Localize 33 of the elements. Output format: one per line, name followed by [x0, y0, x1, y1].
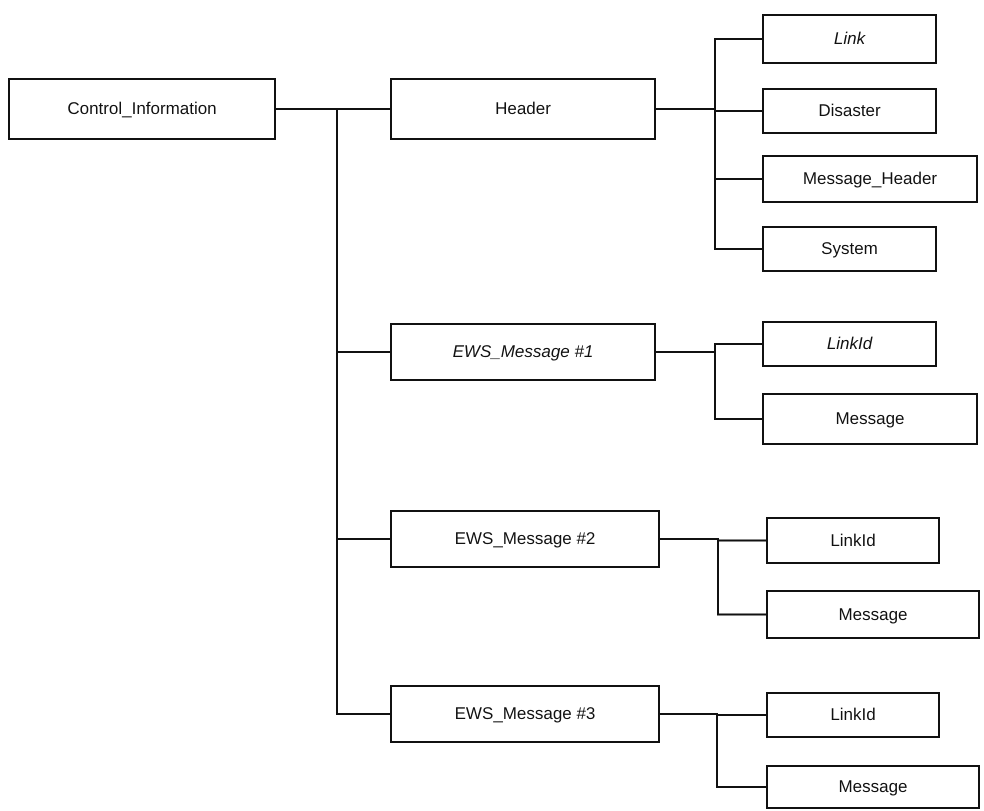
node-label: Message_Header: [802, 169, 938, 189]
node-label: EWS_Message #2: [454, 529, 596, 549]
tree-node-box: [762, 321, 937, 367]
connector-line: [656, 351, 762, 420]
node-label: Message: [838, 604, 908, 624]
tree-node-box: [390, 78, 656, 140]
node-label: Link: [834, 29, 866, 49]
tree-node-box: [390, 323, 656, 381]
node-label: System: [821, 239, 878, 259]
node-label: Control_Information: [67, 99, 217, 119]
node-label: Disaster: [818, 101, 881, 121]
tree-node-box: [766, 517, 940, 564]
node-label: LinkId: [826, 334, 872, 354]
node-label: LinkId: [830, 705, 876, 725]
tree-node-box: [762, 88, 937, 134]
tree-node-box: [390, 685, 660, 743]
node-label: LinkId: [830, 530, 876, 550]
node-label: Message: [836, 409, 904, 429]
connector-line: [656, 108, 762, 250]
tree-node-box: [762, 393, 978, 445]
connector-line: [660, 538, 766, 616]
tree-node-box: [766, 692, 940, 738]
tree-node-box: [762, 14, 937, 64]
tree-node-box: [766, 765, 980, 809]
tree-node-box: [766, 590, 980, 639]
tree-node-box: [762, 226, 937, 272]
node-label: EWS_Message #1: [452, 342, 594, 362]
node-label: Header: [495, 99, 551, 119]
node-label: EWS_Message #3: [454, 704, 596, 724]
node-label: Message: [838, 777, 908, 797]
tree-node-box: [390, 510, 660, 568]
tree-node-box: [8, 78, 276, 140]
tree-node-box: [762, 155, 978, 203]
